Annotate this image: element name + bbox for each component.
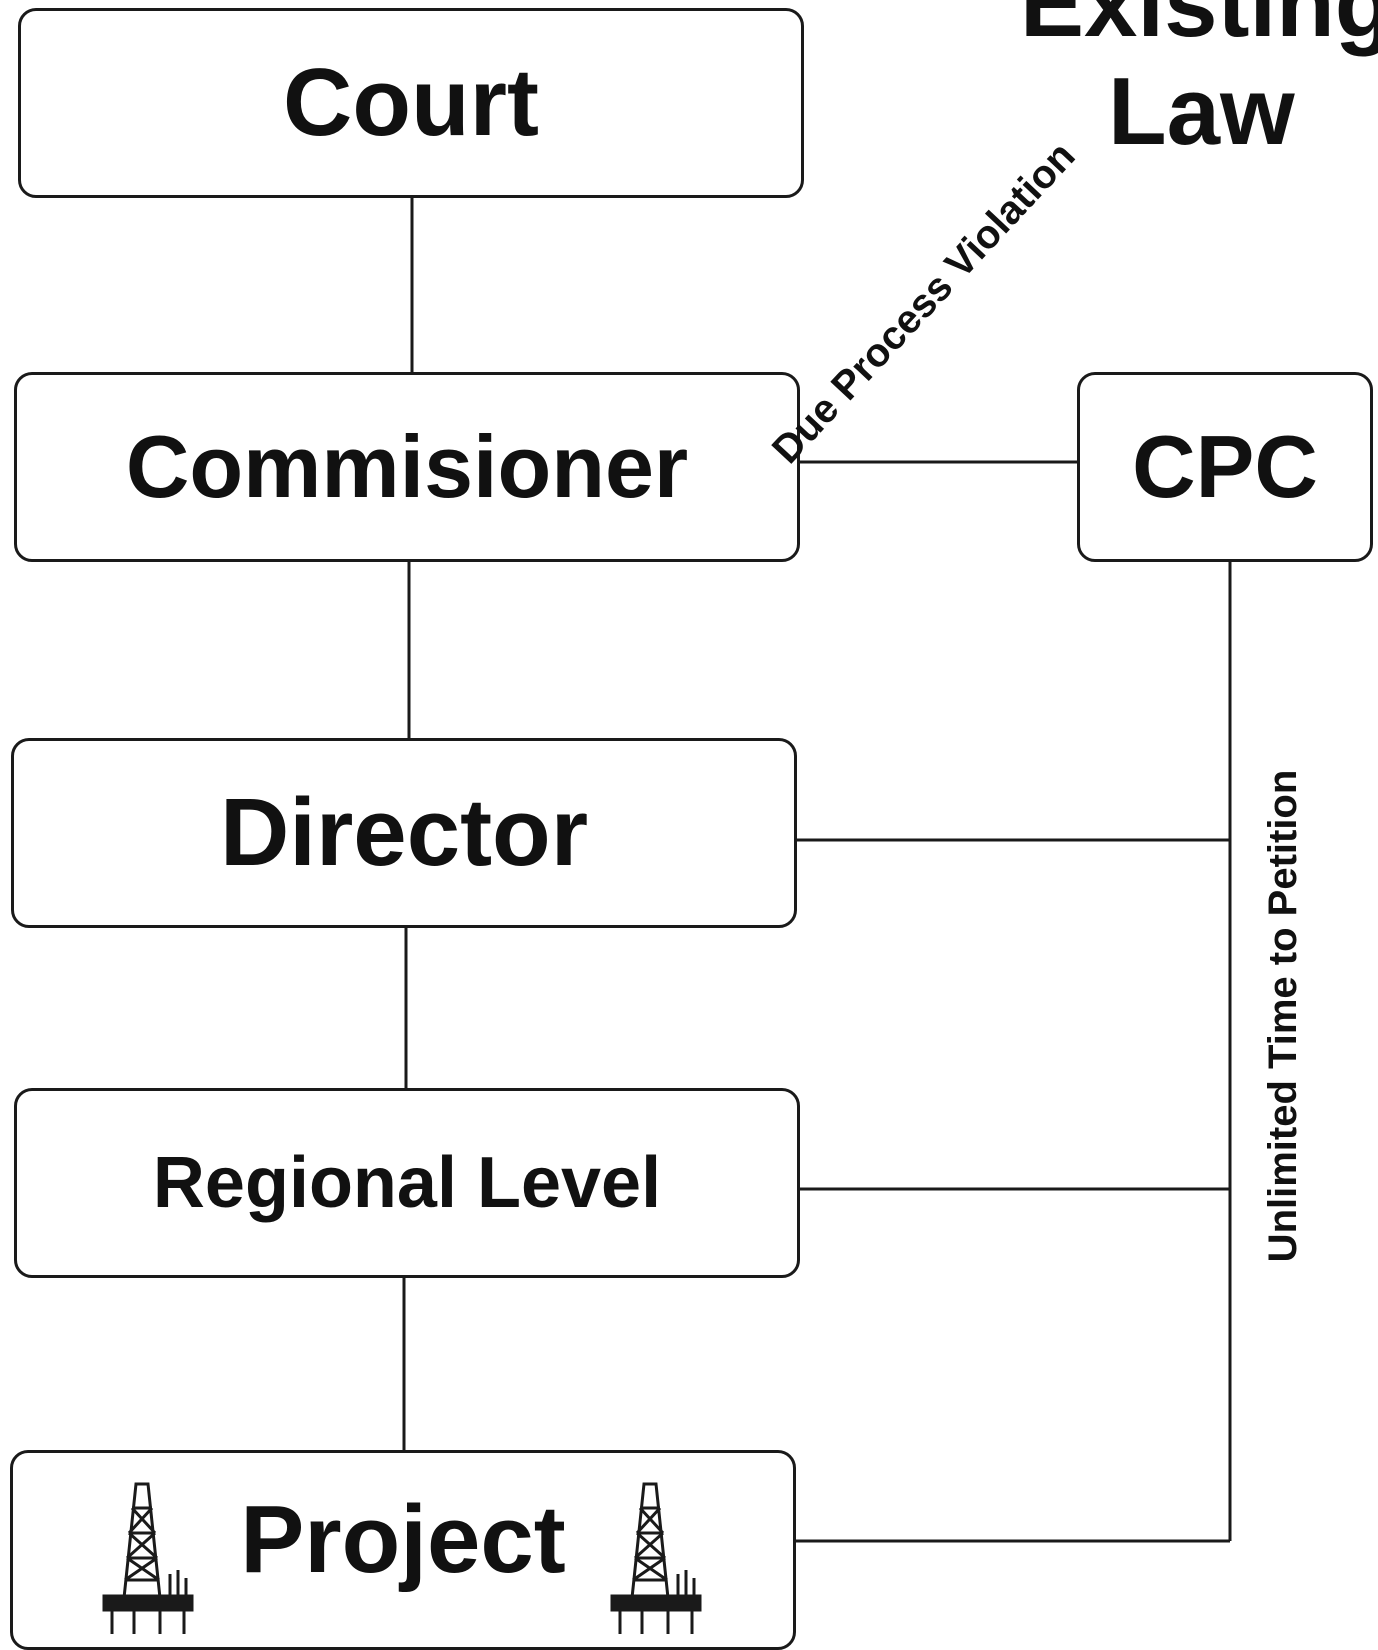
- cpc-label: CPC: [1132, 417, 1318, 516]
- director-box: Director: [11, 738, 797, 928]
- court-label: Court: [283, 49, 539, 156]
- title-line-2: Law: [1108, 58, 1295, 165]
- oil-rig-icon: [610, 1482, 702, 1634]
- unlimited-time-to-petition-label: Unlimited Time to Petition: [1261, 769, 1305, 1263]
- director-label: Director: [219, 779, 589, 886]
- cpc-box: CPC: [1077, 372, 1373, 562]
- title-line-1: Existing: [1020, 0, 1378, 57]
- project-label: Project: [240, 1486, 566, 1593]
- commissioner-label: Commisioner: [125, 417, 689, 516]
- court-box: Court: [18, 8, 804, 198]
- commissioner-box: Commisioner: [14, 372, 800, 562]
- oil-rig-icon: [102, 1482, 194, 1634]
- regional-level-label: Regional Level: [152, 1143, 662, 1223]
- regional-level-box: Regional Level: [14, 1088, 800, 1278]
- diagram-title: Existing Law: [1020, 0, 1378, 166]
